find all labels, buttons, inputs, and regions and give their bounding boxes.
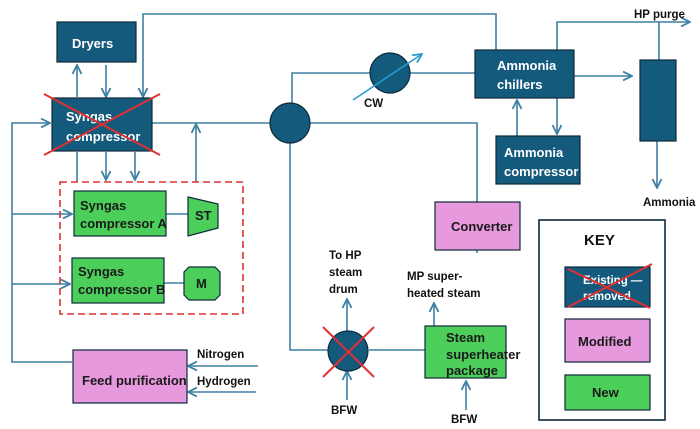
ammonia-chillers-label-line2: chillers bbox=[497, 77, 543, 92]
steam-superheater-label-line3: package bbox=[446, 363, 498, 378]
line-chillers-to-syngas-compressor bbox=[143, 13, 497, 97]
legend-title: KEY bbox=[584, 232, 615, 249]
hp-steam-exchanger-block[interactable] bbox=[322, 326, 375, 378]
dryers-label: Dryers bbox=[72, 36, 113, 51]
legend-removed-line2: removed bbox=[583, 291, 631, 303]
steam-superheater-block[interactable]: Steam superheater package bbox=[424, 325, 520, 379]
syngas-compressor-block[interactable]: Syngas compressor bbox=[43, 93, 161, 156]
mp-steam-label-line1: MP super- bbox=[407, 271, 463, 283]
new-compressor-group bbox=[59, 181, 244, 315]
bfw-hp-exchanger-label: BFW bbox=[331, 405, 357, 417]
to-hp-steam-drum-line3: drum bbox=[329, 284, 358, 296]
hp-purge-label: HP purge bbox=[634, 9, 685, 21]
dryers-block[interactable]: Dryers bbox=[56, 21, 137, 63]
ammonia-chillers-label-line1: Ammonia bbox=[497, 58, 557, 73]
cw-label: CW bbox=[364, 98, 383, 110]
steam-turbine-label: ST bbox=[195, 208, 212, 223]
feed-purification-block[interactable]: Feed purification bbox=[72, 349, 188, 404]
converter-label: Converter bbox=[451, 219, 512, 234]
recycle-exchanger[interactable] bbox=[269, 102, 311, 144]
syngas-compressor-b-block[interactable]: Syngas compressor B bbox=[71, 257, 165, 304]
line-recycle-to-cw-exchanger bbox=[291, 72, 371, 104]
feed-purification-label: Feed purification bbox=[82, 373, 187, 388]
nitrogen-label: Nitrogen bbox=[197, 349, 244, 361]
removed-cross-icon bbox=[567, 263, 653, 309]
to-hp-steam-drum-line1: To HP bbox=[329, 250, 362, 262]
syngas-compressor-a-label-line1: Syngas bbox=[80, 198, 126, 213]
bfw-superheater-label: BFW bbox=[451, 414, 477, 426]
legend-item-modified: Modified bbox=[564, 318, 651, 363]
legend-new-label: New bbox=[592, 385, 620, 400]
legend-modified-label: Modified bbox=[578, 334, 631, 349]
steam-turbine-block[interactable]: ST bbox=[187, 196, 219, 237]
to-hp-steam-drum-line2: steam bbox=[329, 267, 362, 279]
motor-label: M bbox=[196, 276, 207, 291]
ammonia-chillers-block[interactable]: Ammonia chillers bbox=[474, 49, 575, 99]
steam-superheater-label-line1: Steam bbox=[446, 330, 485, 345]
syngas-compressor-a-block[interactable]: Syngas compressor A bbox=[73, 190, 168, 237]
legend-item-new: New bbox=[564, 374, 651, 411]
ammonia-compressor-label-line2: compressor bbox=[504, 164, 578, 179]
steam-superheater-label-line2: superheater bbox=[446, 347, 520, 362]
ammonia-compressor-block[interactable]: Ammonia compressor bbox=[495, 135, 581, 185]
cw-arrow-icon bbox=[352, 54, 422, 101]
hydrogen-label: Hydrogen bbox=[197, 376, 251, 388]
removed-cross-icon bbox=[43, 93, 161, 156]
legend-item-removed: Existing — removed bbox=[564, 263, 653, 309]
removed-cross-icon bbox=[322, 326, 375, 378]
mp-steam-label-line2: heated steam bbox=[407, 288, 481, 300]
steam-turbine-icon bbox=[187, 196, 219, 237]
ammonia-compressor-label-line1: Ammonia bbox=[504, 145, 564, 160]
syngas-compressor-b-label-line2: compressor B bbox=[78, 282, 165, 297]
motor-icon bbox=[183, 266, 221, 301]
motor-block[interactable]: M bbox=[183, 266, 221, 301]
line-recycle-down-to-hp-exchanger bbox=[289, 142, 330, 351]
ammonia-separator[interactable] bbox=[639, 59, 677, 142]
legend: KEY Existing — removed Modified New bbox=[538, 219, 666, 421]
syngas-compressor-a-label-line2: compressor A bbox=[80, 216, 168, 231]
cw-exchanger-block[interactable] bbox=[352, 52, 422, 101]
ammonia-product-label: Ammonia bbox=[643, 197, 696, 209]
line-hp-purge bbox=[556, 22, 690, 50]
syngas-compressor-b-label-line1: Syngas bbox=[78, 264, 124, 279]
line-feed-manifold bbox=[11, 123, 72, 363]
converter-block[interactable]: Converter bbox=[434, 201, 521, 251]
